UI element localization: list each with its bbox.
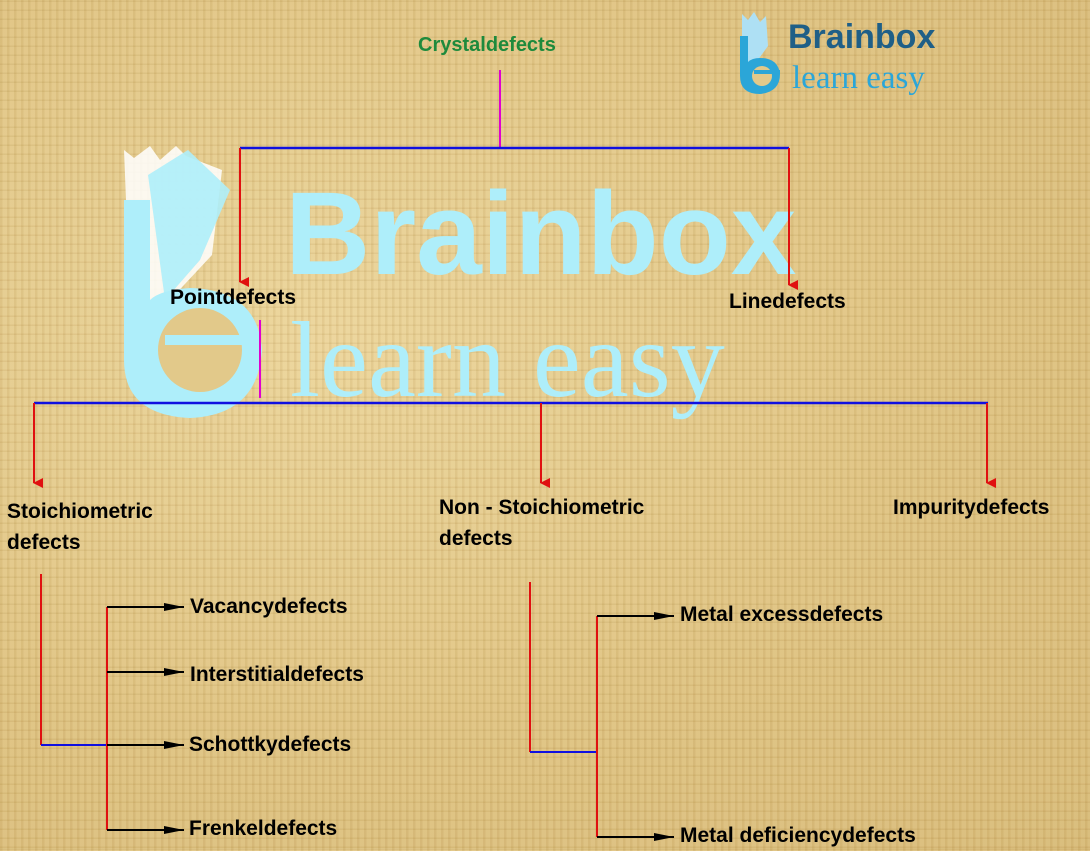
brand-logo-tagline: learn easy xyxy=(792,60,925,96)
node-metal-deficiency-defects: Metal deficiencydefects xyxy=(680,824,916,847)
node-interstitial-defects: Interstitialdefects xyxy=(190,663,364,686)
node-schottky-defects: Schottkydefects xyxy=(189,733,352,756)
watermark-brand: Brainbox xyxy=(285,168,796,300)
node-vacancy-defects: Vacancydefects xyxy=(190,595,348,618)
node-stoichiometric-defects: Stoichiometric defects xyxy=(7,500,153,554)
node-frenkel-defects: Frenkeldefects xyxy=(189,817,338,840)
watermark-tagline: learn easy xyxy=(290,301,725,420)
node-metal-excess-defects: Metal excessdefects xyxy=(680,603,884,626)
brand-logo: Brainbox learn easy xyxy=(740,12,935,96)
watermark-logo-mark xyxy=(124,146,262,418)
node-point-defects: Pointdefects xyxy=(170,286,297,309)
node-non-stoichiometric-defects: Non - Stoichiometric defects xyxy=(439,496,645,550)
node-impurity-defects: Impuritydefects xyxy=(893,496,1050,519)
brand-logo-mark xyxy=(740,12,780,94)
node-crystal-defects: Crystaldefects xyxy=(418,34,556,56)
node-line-defects: Linedefects xyxy=(729,290,846,313)
brand-logo-name: Brainbox xyxy=(788,18,935,56)
